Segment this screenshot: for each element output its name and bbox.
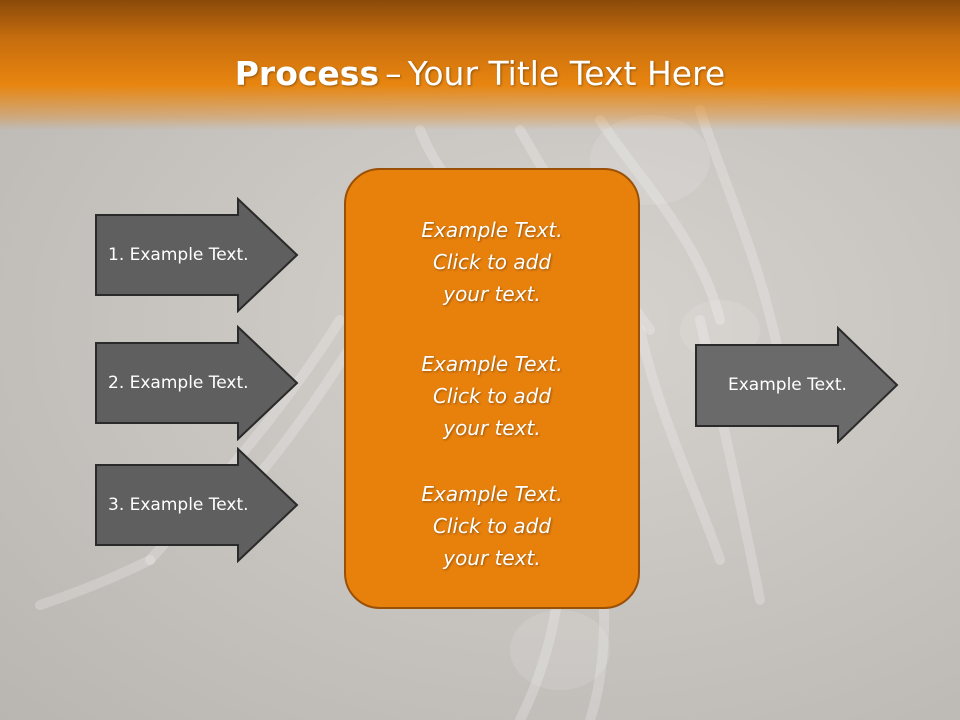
title-dash: – [385,54,402,93]
arrow-shape [695,326,899,444]
arrow-shape [95,197,299,313]
arrow-shape [95,447,299,563]
center-text-line: your text. [443,546,541,570]
title-bold-part: Process [234,54,380,93]
center-text-line: Example Text. [421,218,563,242]
center-text-line: your text. [443,282,541,306]
result-arrow-label: Example Text. [728,375,847,395]
center-text-line: Click to add [432,250,552,274]
arrow-shape [95,325,299,441]
header-bar [0,0,960,130]
step-arrow-3[interactable]: 3. Example Text. [94,447,300,563]
center-text-line: your text. [443,416,541,440]
center-text-line: Example Text. [421,482,563,506]
center-text-line: Click to add [432,384,552,408]
step-arrow-1[interactable]: 1. Example Text. [94,197,300,313]
center-text-block-3[interactable]: Example Text. Click to add your text. [346,478,638,574]
center-text-block-2[interactable]: Example Text. Click to add your text. [346,348,638,444]
slide-title[interactable]: Process–Your Title Text Here [0,52,960,96]
center-text-line: Example Text. [421,352,563,376]
step-arrow-3-label: 3. Example Text. [108,495,249,515]
title-text: Your Title Text Here [407,54,726,93]
step-arrow-1-label: 1. Example Text. [108,245,249,265]
step-arrow-2-label: 2. Example Text. [108,373,249,393]
result-arrow[interactable]: Example Text. [694,326,900,444]
center-text-line: Click to add [432,514,552,538]
step-arrow-2[interactable]: 2. Example Text. [94,325,300,441]
center-text-block-1[interactable]: Example Text. Click to add your text. [346,214,638,310]
center-content-box[interactable]: Example Text. Click to add your text. Ex… [344,168,640,609]
